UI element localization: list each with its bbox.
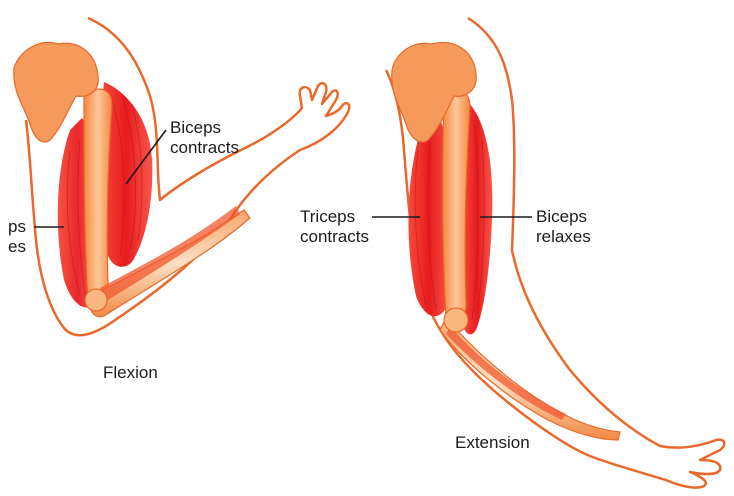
extension-caption: Extension <box>455 433 530 453</box>
flexion-caption: Flexion <box>103 363 158 383</box>
flexion-elbow-joint <box>85 289 107 311</box>
extension-triceps-label-line1: Triceps <box>300 207 369 227</box>
extension-triceps-label: Triceps contracts <box>300 207 369 247</box>
extension-triceps-label-line2: contracts <box>300 227 369 247</box>
flexion-arm <box>14 18 350 335</box>
extension-elbow-joint <box>444 308 468 332</box>
extension-biceps-label-line2: relaxes <box>536 227 591 247</box>
extension-biceps-label-line1: Biceps <box>536 207 591 227</box>
extension-arm <box>386 18 724 488</box>
extension-humerus <box>443 91 470 321</box>
flexion-biceps-label-line1: Biceps <box>170 118 239 138</box>
flexion-triceps-label-line2: es <box>8 237 26 257</box>
flexion-triceps-label: ps es <box>8 217 26 257</box>
flexion-biceps-label-line2: contracts <box>170 138 239 158</box>
flexion-humerus <box>84 89 112 304</box>
extension-biceps-label: Biceps relaxes <box>536 207 591 247</box>
flexion-biceps-label: Biceps contracts <box>170 118 239 158</box>
flexion-triceps-label-line1: ps <box>8 217 26 237</box>
extension-forearm-bones <box>440 318 620 440</box>
